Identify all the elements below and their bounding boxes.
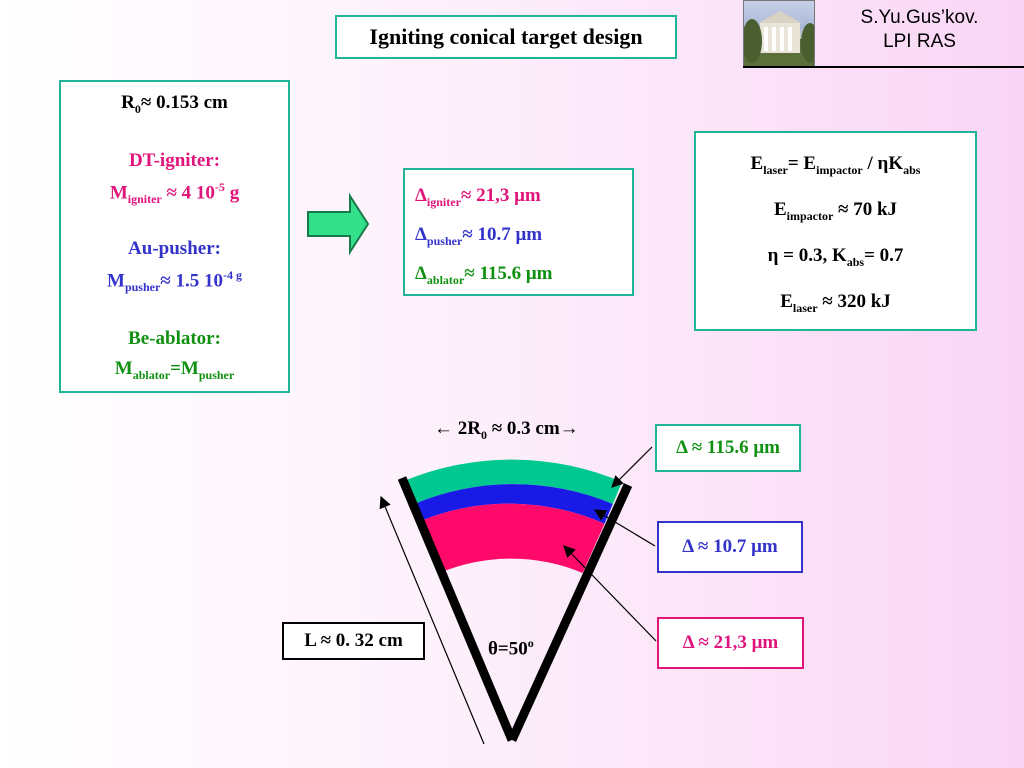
ablator-thickness: Δablator≈ 115.6 μm: [415, 263, 553, 287]
author-info: S.Yu.Gus’kov. LPI RAS: [815, 6, 1024, 54]
pusher-title: Au-pusher:: [128, 238, 221, 259]
ablator-layer: [404, 459, 622, 504]
energy-box: Elaser= Eimpactor / ηKabs Eimpactor ≈ 70…: [694, 131, 977, 331]
radius-line: R0≈ 0.153 cm: [121, 92, 228, 116]
laser-energy-formula: Elaser= Eimpactor / ηKabs: [750, 153, 921, 177]
author-institution: LPI RAS: [883, 31, 956, 52]
target-parameters-box: R0≈ 0.153 cm DT-igniter: Migniter ≈ 4 10…: [59, 80, 290, 393]
laser-energy-value: Elaser ≈ 320 kJ: [780, 291, 891, 315]
building-icon: [744, 11, 814, 67]
efficiency-values: η = 0.3, Kabs= 0.7: [767, 245, 904, 269]
arrow-right-icon: [307, 192, 370, 256]
pusher-layer: [414, 484, 613, 524]
ablator-mass: Mablator=Mpusher: [114, 358, 235, 382]
pusher-thickness-label: Δ ≈ 10.7 μm: [657, 521, 803, 573]
igniter-layer: [421, 503, 605, 573]
cone-wall-right: [507, 483, 633, 742]
author-name: S.Yu.Gus’kov.: [860, 7, 979, 28]
length-arrow: [379, 495, 485, 745]
igniter-thickness-label: Δ ≈ 21,3 μm: [657, 617, 804, 669]
slide-title: Igniting conical target design: [335, 15, 677, 59]
igniter-title: DT-igniter:: [128, 150, 221, 171]
header-rule: [743, 66, 1024, 68]
cone-wall-left: [397, 476, 517, 742]
impactor-energy: Eimpactor ≈ 70 kJ: [773, 199, 898, 223]
cone-length-label: L ≈ 0. 32 cm: [282, 622, 425, 660]
igniter-mass: Migniter ≈ 4 10-5 g: [109, 180, 240, 207]
igniter-thickness: Δigniter≈ 21,3 μm: [415, 185, 541, 209]
ablator-title: Be-ablator:: [128, 328, 221, 349]
base-width-label: ← 2R0 ≈ 0.3 cm→: [434, 418, 579, 442]
ablator-pointer: [611, 446, 653, 488]
layer-thickness-box: Δigniter≈ 21,3 μm Δpusher≈ 10.7 μm Δabla…: [403, 168, 634, 296]
pusher-pointer: [593, 509, 656, 547]
cone-angle-label: θ=50o: [488, 636, 534, 660]
pusher-mass: Mpusher≈ 1.5 10-4 g: [107, 268, 242, 295]
pusher-thickness: Δpusher≈ 10.7 μm: [415, 224, 543, 248]
igniter-pointer: [563, 545, 657, 642]
ablator-thickness-label: Δ ≈ 115.6 μm: [655, 424, 801, 472]
